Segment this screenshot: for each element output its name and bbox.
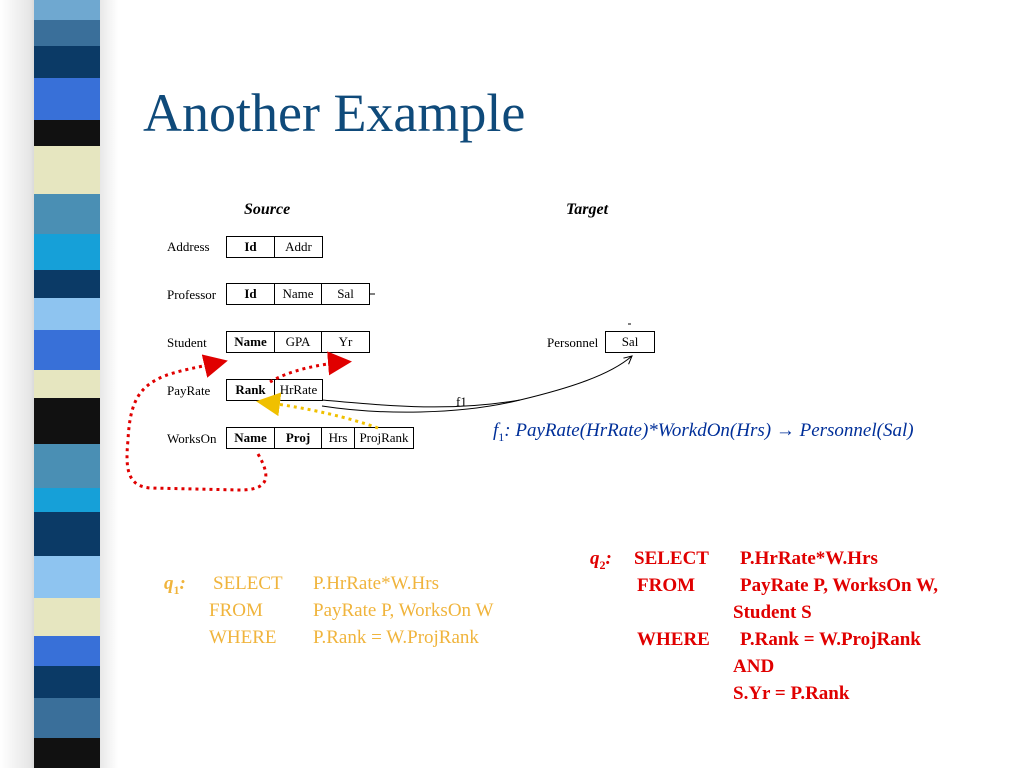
stripe: [34, 234, 100, 270]
source-header: Source: [244, 201, 291, 218]
join-arrow-red-name: [125, 354, 268, 492]
stripe: [34, 512, 100, 556]
attr-id: Id: [227, 284, 275, 304]
stripe: [34, 488, 100, 512]
formula-text: : PayRate(HrRate)*WorkdOn(Hrs) → Personn…: [504, 420, 914, 441]
relation-table-workson: Name Proj Hrs ProjRank: [226, 427, 414, 449]
stripe: [34, 598, 100, 636]
query2-colon: :: [605, 548, 612, 569]
query1-select-expr: P.HrRate*W.Hrs: [313, 573, 439, 594]
query1-where-expr: P.Rank = W.ProjRank: [313, 627, 479, 648]
query1-colon: :: [179, 573, 186, 594]
query2-select-keyword: SELECT: [634, 548, 709, 569]
decorative-stripe-bar: [34, 0, 100, 768]
relation-name-address: Address: [167, 239, 210, 254]
query2-where-expr-cont: S.Yr = P.Rank: [733, 683, 850, 704]
query2-label: q2:: [590, 548, 612, 573]
query1-label: q1:: [164, 573, 186, 598]
stripe: [34, 298, 100, 330]
query2-sub: 2: [599, 557, 606, 572]
attr-sal: Sal: [337, 286, 354, 301]
relation-table-personnel: Sal: [605, 331, 655, 353]
relation-name-student: Student: [167, 335, 207, 350]
stripe: [34, 370, 100, 398]
query2-where-keyword: WHERE: [637, 629, 710, 650]
stripe: [34, 738, 100, 768]
mapping-arrow-f1-branch: [321, 399, 521, 408]
query2-from-expr-cont: Student S: [733, 602, 812, 623]
slide-title: Another Example: [143, 83, 526, 143]
stripe: [34, 556, 100, 598]
attr-gpa: GPA: [275, 332, 322, 352]
attr-hrrate: HrRate: [279, 382, 318, 397]
stripe: [34, 270, 100, 298]
target-header: Target: [566, 201, 609, 218]
attr-id: Id: [227, 237, 275, 257]
stripe: [34, 46, 100, 78]
query1-from-keyword: FROM: [209, 600, 263, 621]
attr-proj: Proj: [275, 428, 322, 448]
join-arrow-yellow: [256, 392, 379, 430]
stripe: [34, 20, 100, 46]
stripe: [34, 666, 100, 698]
relation-name-workson: WorksOn: [167, 431, 217, 446]
stripe: [34, 698, 100, 738]
query1-from-expr: PayRate P, WorksOn W: [313, 600, 494, 621]
query1-where-keyword: WHERE: [209, 627, 277, 648]
relation-table-student: Name GPA Yr: [226, 331, 370, 353]
attr-yr: Yr: [338, 334, 353, 349]
attr-addr: Addr: [285, 239, 312, 254]
join-arrow-red-yr: [269, 351, 352, 384]
query2-where-expr: P.Rank = W.ProjRank: [740, 629, 921, 650]
query2-from-keyword: FROM: [637, 575, 696, 596]
stripe: [34, 120, 100, 146]
relation-name-payrate: PayRate: [167, 383, 211, 398]
formula-label: f: [493, 420, 499, 441]
attr-sal: Sal: [621, 334, 639, 349]
stripe: [34, 636, 100, 666]
stripe: [34, 444, 100, 488]
attr-name: Name: [275, 284, 322, 304]
query1-select-keyword: SELECT: [213, 573, 283, 594]
formula-subscript: 1: [498, 429, 505, 444]
query1-sub: 1: [173, 582, 180, 597]
query2-select-expr: P.HrRate*W.Hrs: [740, 548, 878, 569]
relation-name-professor: Professor: [167, 287, 217, 302]
stripe: [34, 0, 100, 20]
query2-and: AND: [733, 656, 775, 677]
mapping-label: f1: [456, 394, 467, 409]
query2-q: q: [590, 548, 600, 569]
attr-projrank: ProjRank: [359, 430, 409, 445]
stripe: [34, 146, 100, 194]
query2-from-expr: PayRate P, WorksOn W,: [740, 575, 938, 596]
stripe: [34, 398, 100, 444]
relation-table-professor: Id Name Sal: [226, 283, 370, 305]
attr-hrs: Hrs: [322, 428, 355, 448]
attr-name: Name: [227, 332, 275, 352]
query1-q: q: [164, 573, 174, 594]
stripe: [34, 194, 100, 234]
stripe: [34, 330, 100, 370]
relation-table-address: Id Addr: [226, 236, 323, 258]
relation-name-personnel: Personnel: [547, 335, 599, 350]
mapping-formula: f1: PayRate(HrRate)*WorkdOn(Hrs) → Perso…: [493, 420, 914, 445]
attr-name: Name: [227, 428, 275, 448]
stripe: [34, 78, 100, 120]
